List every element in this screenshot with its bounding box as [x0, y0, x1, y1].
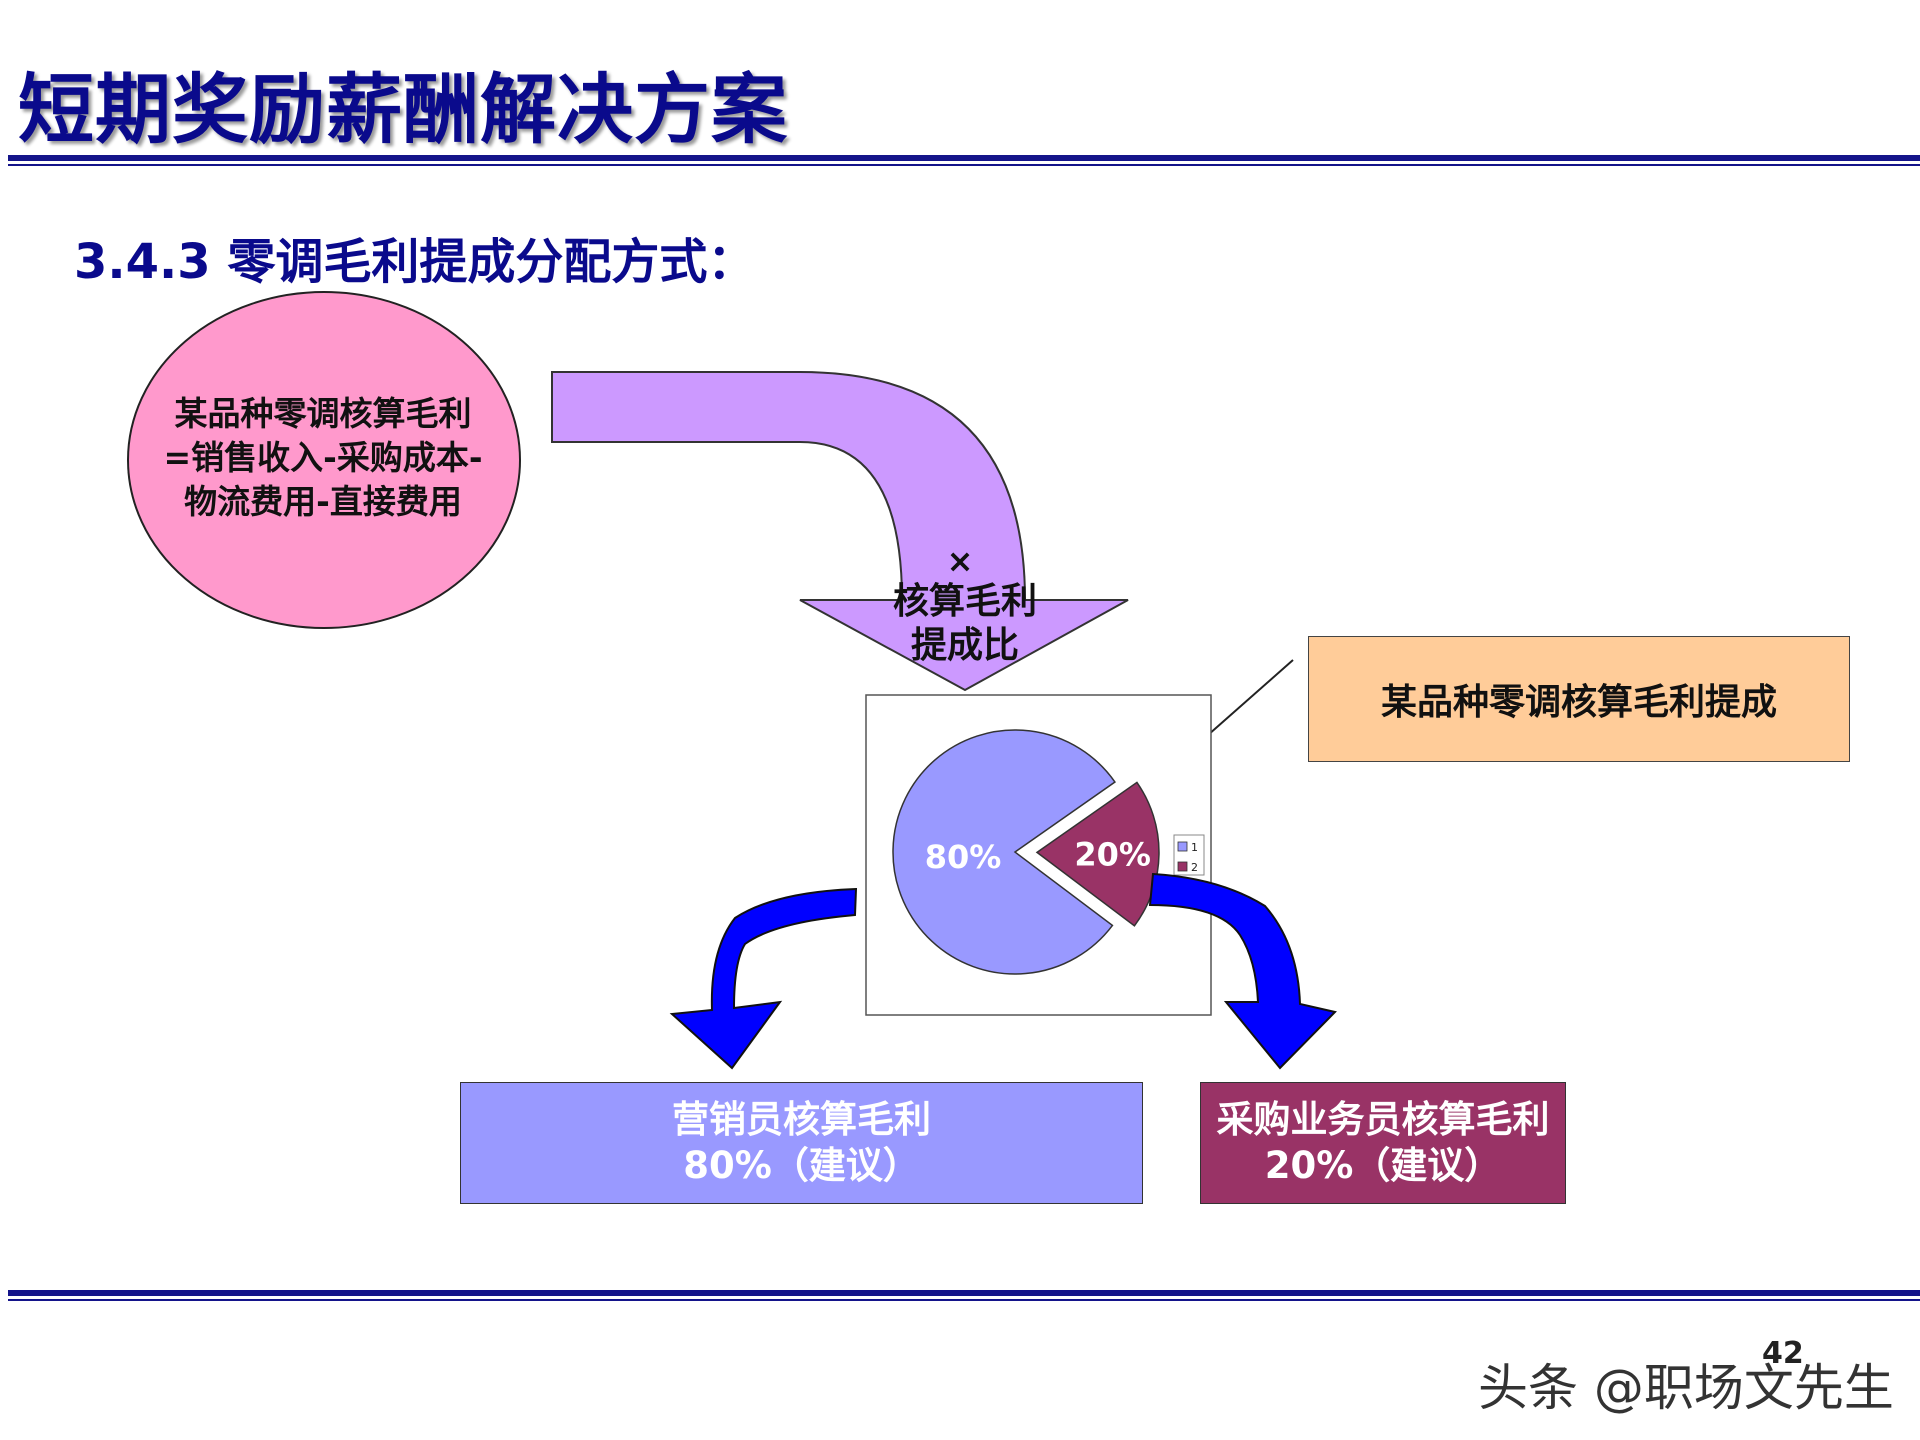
sales-share-box: 营销员核算毛利 80%（建议）: [460, 1082, 1143, 1204]
ellipse-line-1: 某品种零调核算毛利: [174, 394, 472, 433]
page-title: 短期奖励薪酬解决方案: [18, 65, 788, 154]
section-heading: 3.4.3 零调毛利提成分配方式：: [74, 234, 756, 290]
purchase-box-line-2: 20%（建议）: [1264, 1144, 1502, 1187]
arrow-label: 核算毛利 提成比: [860, 580, 1070, 668]
callout-box: 某品种零调核算毛利提成: [1308, 636, 1850, 762]
footer-rule-thick: [8, 1290, 1920, 1296]
footer-rule-thin: [8, 1299, 1920, 1301]
pie-chart: 80% 20%: [892, 729, 1160, 975]
watermark-text: 头条 @职场文先生: [1478, 1359, 1894, 1417]
legend-swatch-1: [1177, 841, 1188, 852]
curved-arrow: [551, 371, 1129, 692]
arrow-label-line-1: 核算毛利: [892, 581, 1037, 622]
pie-data-label-2: 20%: [1074, 836, 1151, 874]
header-rule-thin: [8, 164, 1920, 166]
legend-swatch-2: [1177, 861, 1188, 872]
purchase-box-line-1: 采购业务员核算毛利: [1216, 1098, 1550, 1141]
pie-slice-1: [892, 729, 1116, 975]
arrow-label-line-2: 提成比: [910, 625, 1019, 666]
pie-data-label-1: 80%: [925, 838, 1002, 876]
multiply-sign: ×: [946, 542, 974, 580]
page-number: 42: [1762, 1336, 1804, 1371]
header-rule-thick: [8, 155, 1920, 161]
ellipse-formula-text: 某品种零调核算毛利 =销售收入-采购成本- 物流费用-直接费用: [128, 392, 518, 524]
ellipse-line-2: =销售收入-采购成本-: [163, 438, 483, 477]
pie-legend: 1 2: [1173, 834, 1205, 876]
purchase-share-box: 采购业务员核算毛利 20%（建议）: [1200, 1082, 1566, 1204]
sales-box-line-1: 营销员核算毛利: [672, 1098, 931, 1141]
pie-slice-2: [1035, 781, 1160, 927]
legend-label-1: 1: [1191, 841, 1198, 854]
ellipse-line-3: 物流费用-直接费用: [184, 482, 462, 521]
right-down-arrow: [1148, 872, 1337, 1070]
legend-label-2: 2: [1191, 861, 1198, 874]
sales-box-line-2: 80%（建议）: [683, 1144, 920, 1187]
left-down-arrow: [669, 887, 858, 1070]
gross-profit-ellipse: [127, 291, 521, 629]
